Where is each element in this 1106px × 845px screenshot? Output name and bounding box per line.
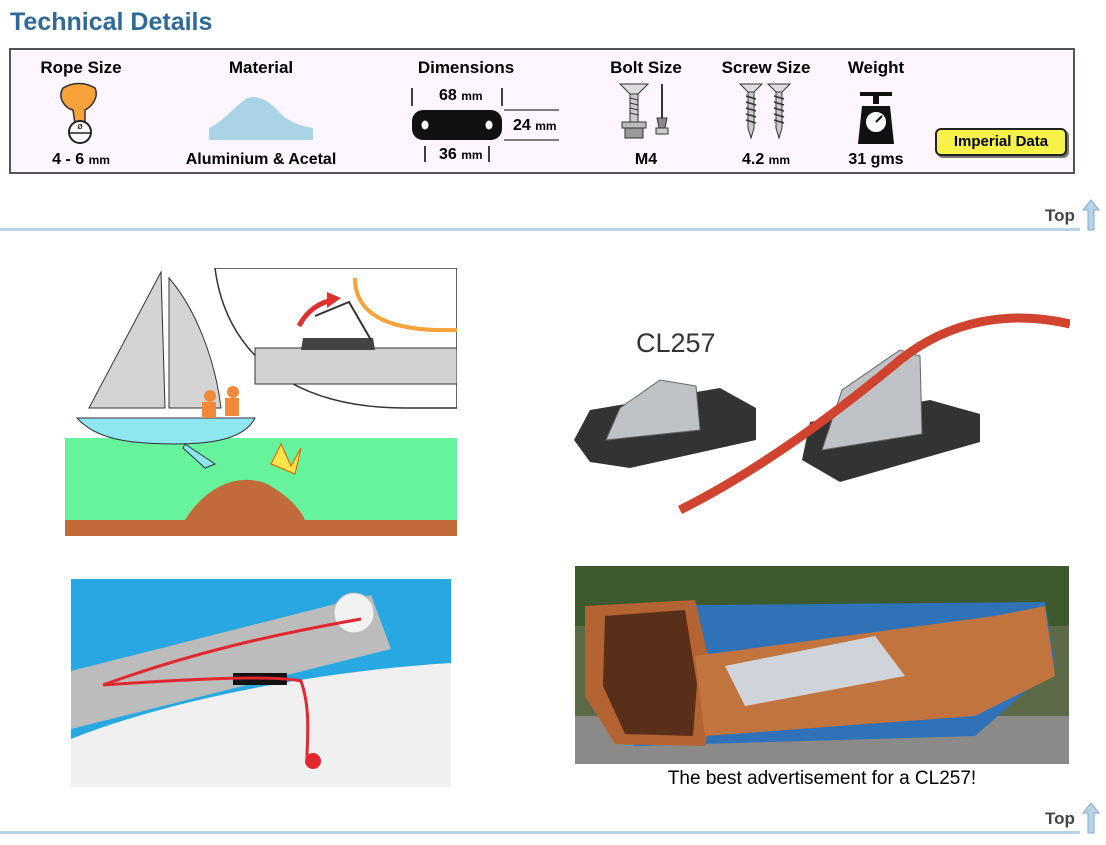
material-label: Material: [228, 58, 294, 77]
arrow-up-icon[interactable]: [1080, 801, 1102, 835]
screws-icon: [738, 83, 792, 140]
dimension-hole-spacing: 36 mm: [439, 146, 483, 163]
rope-knot-icon: ø: [60, 82, 97, 144]
svg-text:ø: ø: [77, 122, 83, 132]
bolt-size-label: Bolt Size: [610, 58, 682, 77]
rope-size-value: 4 - 6 mm: [52, 151, 110, 168]
top-link-bottom[interactable]: Top: [1045, 809, 1075, 828]
imperial-data-button[interactable]: Imperial Data: [935, 128, 1067, 156]
dimension-length: 68 mm: [439, 87, 483, 104]
technical-details-panel: Rope Size ø 4 - 6 mm Material Aluminium …: [9, 48, 1075, 174]
bolt-and-rivet-icon: [618, 83, 669, 139]
dimensions-label: Dimensions: [417, 58, 515, 77]
photo-caption: The best advertisement for a CL257!: [667, 768, 977, 789]
damaged-boat-photo: [575, 566, 1069, 764]
weight-label: Weight: [847, 58, 905, 77]
spec-material: Material Aluminium & Acetal: [171, 58, 351, 168]
rope-size-label: Rope Size: [40, 58, 122, 77]
spec-bolt-size: Bolt Size M4: [601, 58, 691, 168]
boom-illustration: [71, 579, 451, 787]
arrow-up-icon[interactable]: [1080, 198, 1102, 232]
sailboat-grounding-illustration: [65, 268, 457, 536]
sailboat-illustration: [65, 268, 457, 536]
cl257-product-photo: CL257: [570, 290, 1070, 520]
spec-rope-size: Rope Size ø 4 - 6 mm: [31, 58, 131, 168]
footer-divider: [0, 831, 1080, 834]
section-divider: [0, 228, 1080, 231]
cleat-top-view-icon: [411, 88, 559, 162]
product-model-label: CL257: [636, 328, 716, 358]
scales-icon: [858, 92, 894, 144]
screw-size-label: Screw Size: [721, 58, 811, 77]
dimension-width: 24 mm: [513, 117, 557, 134]
top-link[interactable]: Top: [1045, 206, 1075, 225]
material-value: Aluminium & Acetal: [185, 151, 337, 168]
cleat-photo: [570, 290, 1070, 520]
section-title: Technical Details: [10, 8, 213, 36]
weight-value: 31 gms: [848, 151, 904, 168]
damaged-hull-photo: [575, 566, 1069, 764]
cleat-profile-icon: [209, 96, 313, 140]
boom-rigging-illustration: [71, 579, 451, 787]
spec-weight: Weight 31 gms: [831, 58, 921, 168]
screw-size-value: 4.2 mm: [741, 151, 791, 168]
bolt-size-value: M4: [634, 151, 658, 168]
spec-screw-size: Screw Size 4.2 mm: [711, 58, 821, 168]
spec-dimensions: Dimensions: [406, 58, 566, 168]
